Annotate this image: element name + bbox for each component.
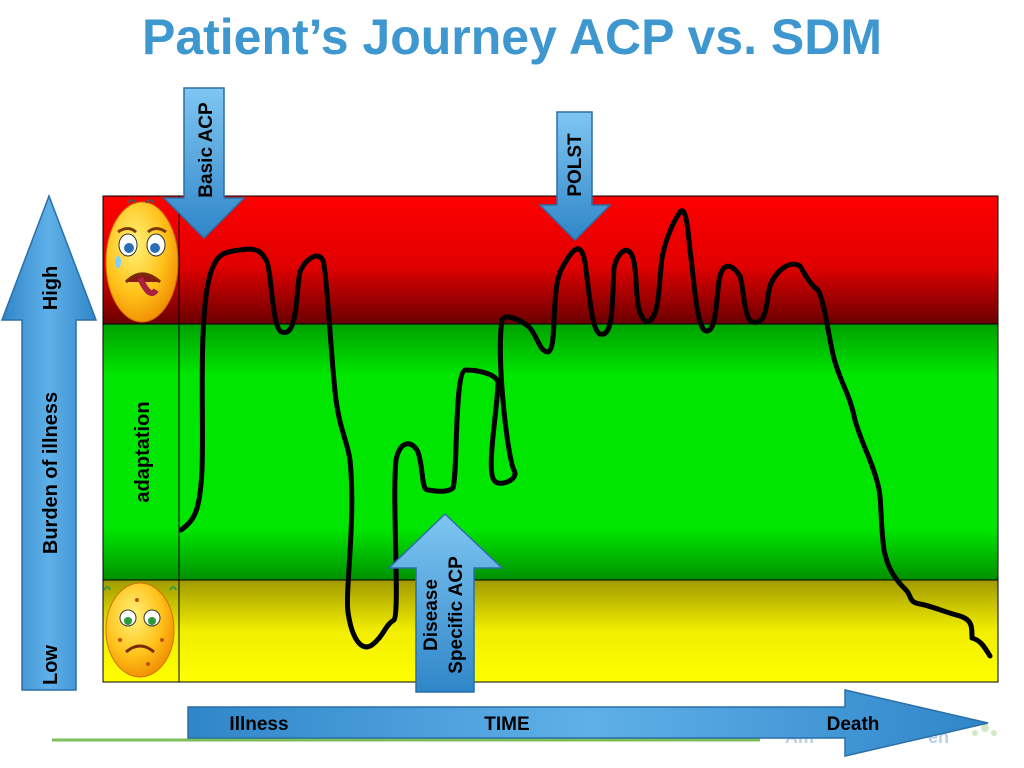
time-axis-start-label: Illness [229, 714, 288, 735]
disease-specific-acp-label-line1: Disease [421, 579, 442, 651]
time-axis-label: TIME [484, 714, 529, 735]
adaptation-zone [102, 323, 999, 581]
sick-face-icon [103, 582, 177, 678]
burden-axis-label: Burden of illness [40, 392, 62, 554]
high-burden-zone [102, 195, 999, 325]
page-title: Patient’s Journey ACP vs. SDM [141, 9, 883, 65]
distressed-face-icon [105, 199, 179, 323]
adaptation-label: adaptation [132, 401, 154, 502]
time-axis-end-label: Death [827, 714, 880, 735]
burden-axis-high-label: High [40, 266, 62, 310]
basic-acp-label: Basic ACP [196, 102, 217, 198]
burden-axis-arrow [0, 193, 98, 691]
burden-axis-low-label: Low [40, 645, 62, 685]
low-burden-zone [102, 579, 999, 683]
basic-acp-arrow [162, 87, 246, 240]
time-axis-arrow [187, 689, 989, 757]
disease-specific-acp-arrow [387, 512, 504, 693]
polst-arrow [538, 111, 612, 242]
disease-specific-acp-label-line2: Specific ACP [446, 556, 467, 674]
patient-journey-line [178, 208, 993, 659]
polst-label: POLST [565, 133, 586, 197]
